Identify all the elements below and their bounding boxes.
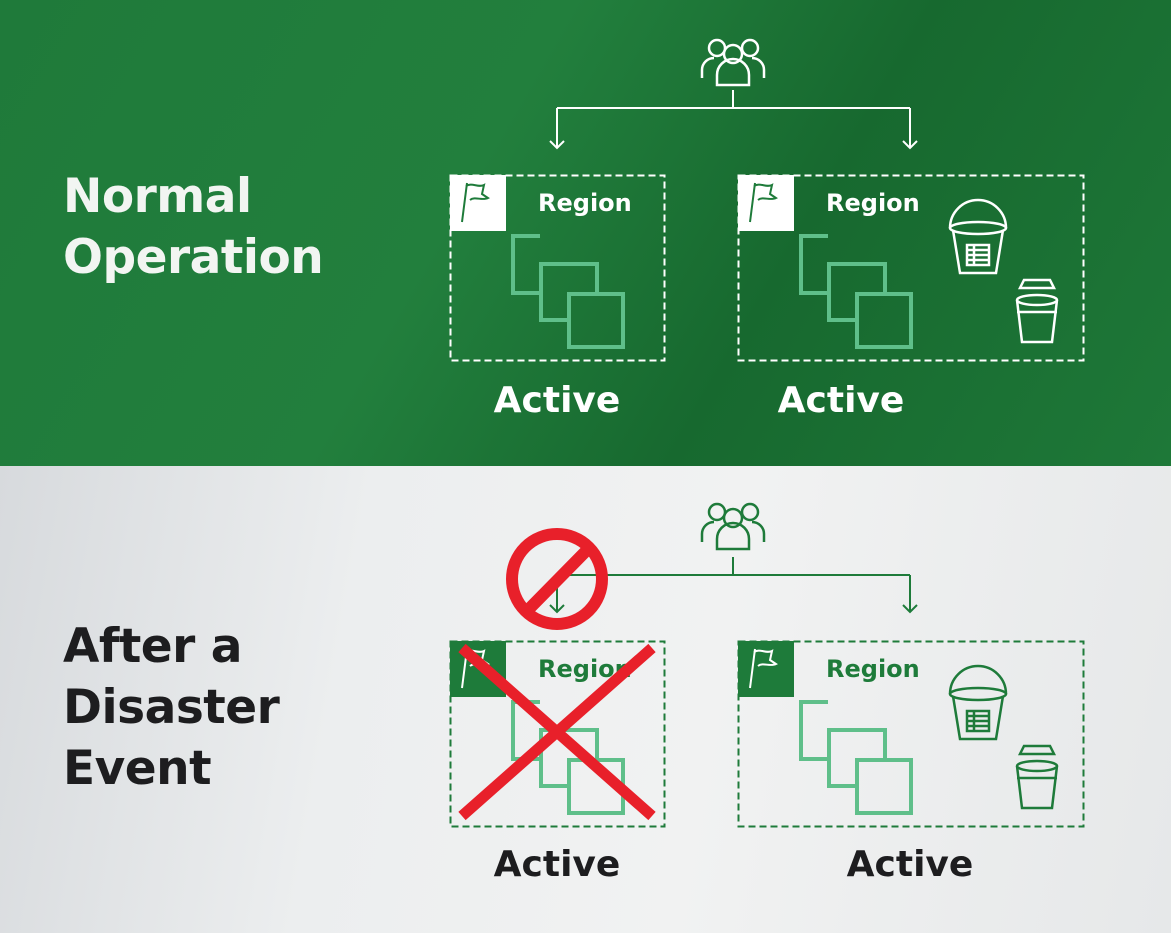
flag-icon — [749, 648, 778, 689]
flag-icon-tile — [450, 175, 506, 231]
region-label: Region — [538, 189, 632, 217]
instances-icon — [799, 234, 913, 349]
region-status: Active — [777, 380, 905, 421]
after-disaster-title: After a Disaster Event — [63, 616, 280, 799]
users-icon — [700, 502, 766, 551]
title-line: Disaster — [63, 680, 280, 735]
instances-icon — [511, 234, 625, 349]
disaster-diagram — [449, 502, 1085, 828]
region-box-2 — [737, 640, 1085, 828]
title-line: Event — [63, 741, 212, 796]
region-label: Region — [826, 655, 920, 683]
title-line: Operation — [63, 230, 324, 285]
bucket-with-lid-icon — [1015, 744, 1059, 810]
title-line: Normal — [63, 169, 252, 224]
normal-diagram — [449, 38, 1085, 362]
normal-operation-panel: Normal Operation — [0, 0, 1171, 466]
users-icon — [700, 38, 766, 87]
bucket-icon — [948, 198, 1008, 275]
connector-lines — [549, 557, 918, 614]
region-box-1 — [449, 174, 666, 362]
region-status: Active — [493, 380, 621, 421]
region-label: Region — [826, 189, 920, 217]
prohibited-icon — [506, 528, 608, 630]
arrow-down-icon — [549, 604, 918, 614]
cross-mark-icon — [458, 643, 656, 821]
after-disaster-panel: After a Disaster Event — [0, 466, 1171, 933]
arrow-down-icon — [549, 140, 918, 150]
region-status: Active — [493, 844, 621, 885]
flag-icon — [461, 182, 490, 223]
title-line: After a — [63, 619, 242, 674]
flag-icon — [749, 182, 778, 223]
connector-lines — [549, 90, 918, 150]
region-status: Active — [846, 844, 974, 885]
bucket-icon — [948, 664, 1008, 741]
bucket-with-lid-icon — [1015, 278, 1059, 344]
region-box-2 — [737, 174, 1085, 362]
instances-icon — [799, 700, 913, 815]
normal-operation-title: Normal Operation — [63, 166, 324, 288]
